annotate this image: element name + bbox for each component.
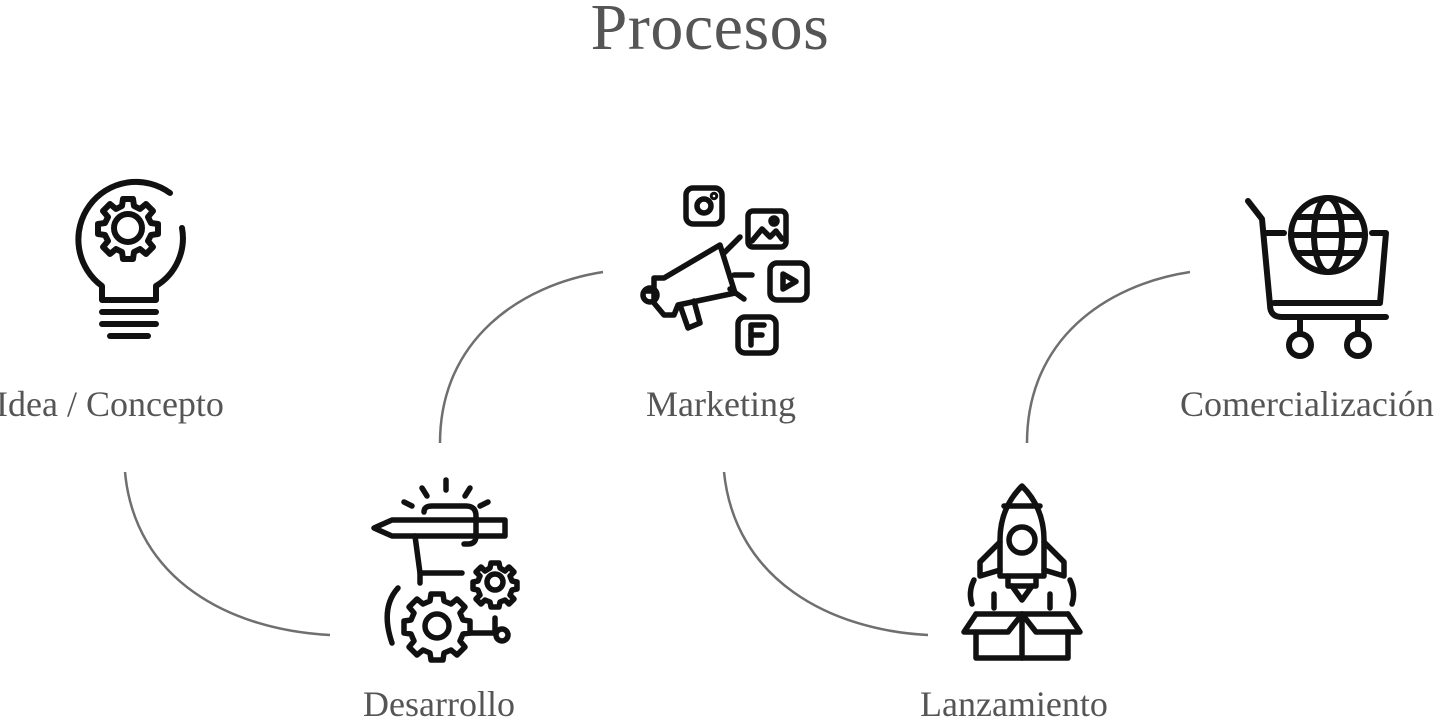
cart-globe-icon: [1240, 193, 1395, 363]
rocket-box-icon: [960, 483, 1085, 664]
connector-marketing-lanzamiento: [722, 471, 929, 637]
connector-lanzamiento-comercializacion: [1025, 270, 1191, 444]
step-label-marketing: Marketing: [646, 384, 796, 424]
connector-desarrollo-marketing: [438, 270, 604, 444]
connector-idea-desarrollo: [123, 471, 331, 637]
step-label-comercializacion: Comercialización: [1180, 384, 1434, 424]
lightbulb-gear-icon: [70, 168, 186, 343]
step-label-lanzamiento: Lanzamiento: [920, 684, 1108, 724]
megaphone-social-icon: [640, 183, 815, 358]
hand-pencil-gears-icon: [370, 477, 525, 663]
step-label-desarrollo: Desarrollo: [363, 684, 515, 724]
page-title: Procesos: [590, 0, 830, 64]
step-label-idea: Idea / Concepto: [0, 384, 224, 424]
